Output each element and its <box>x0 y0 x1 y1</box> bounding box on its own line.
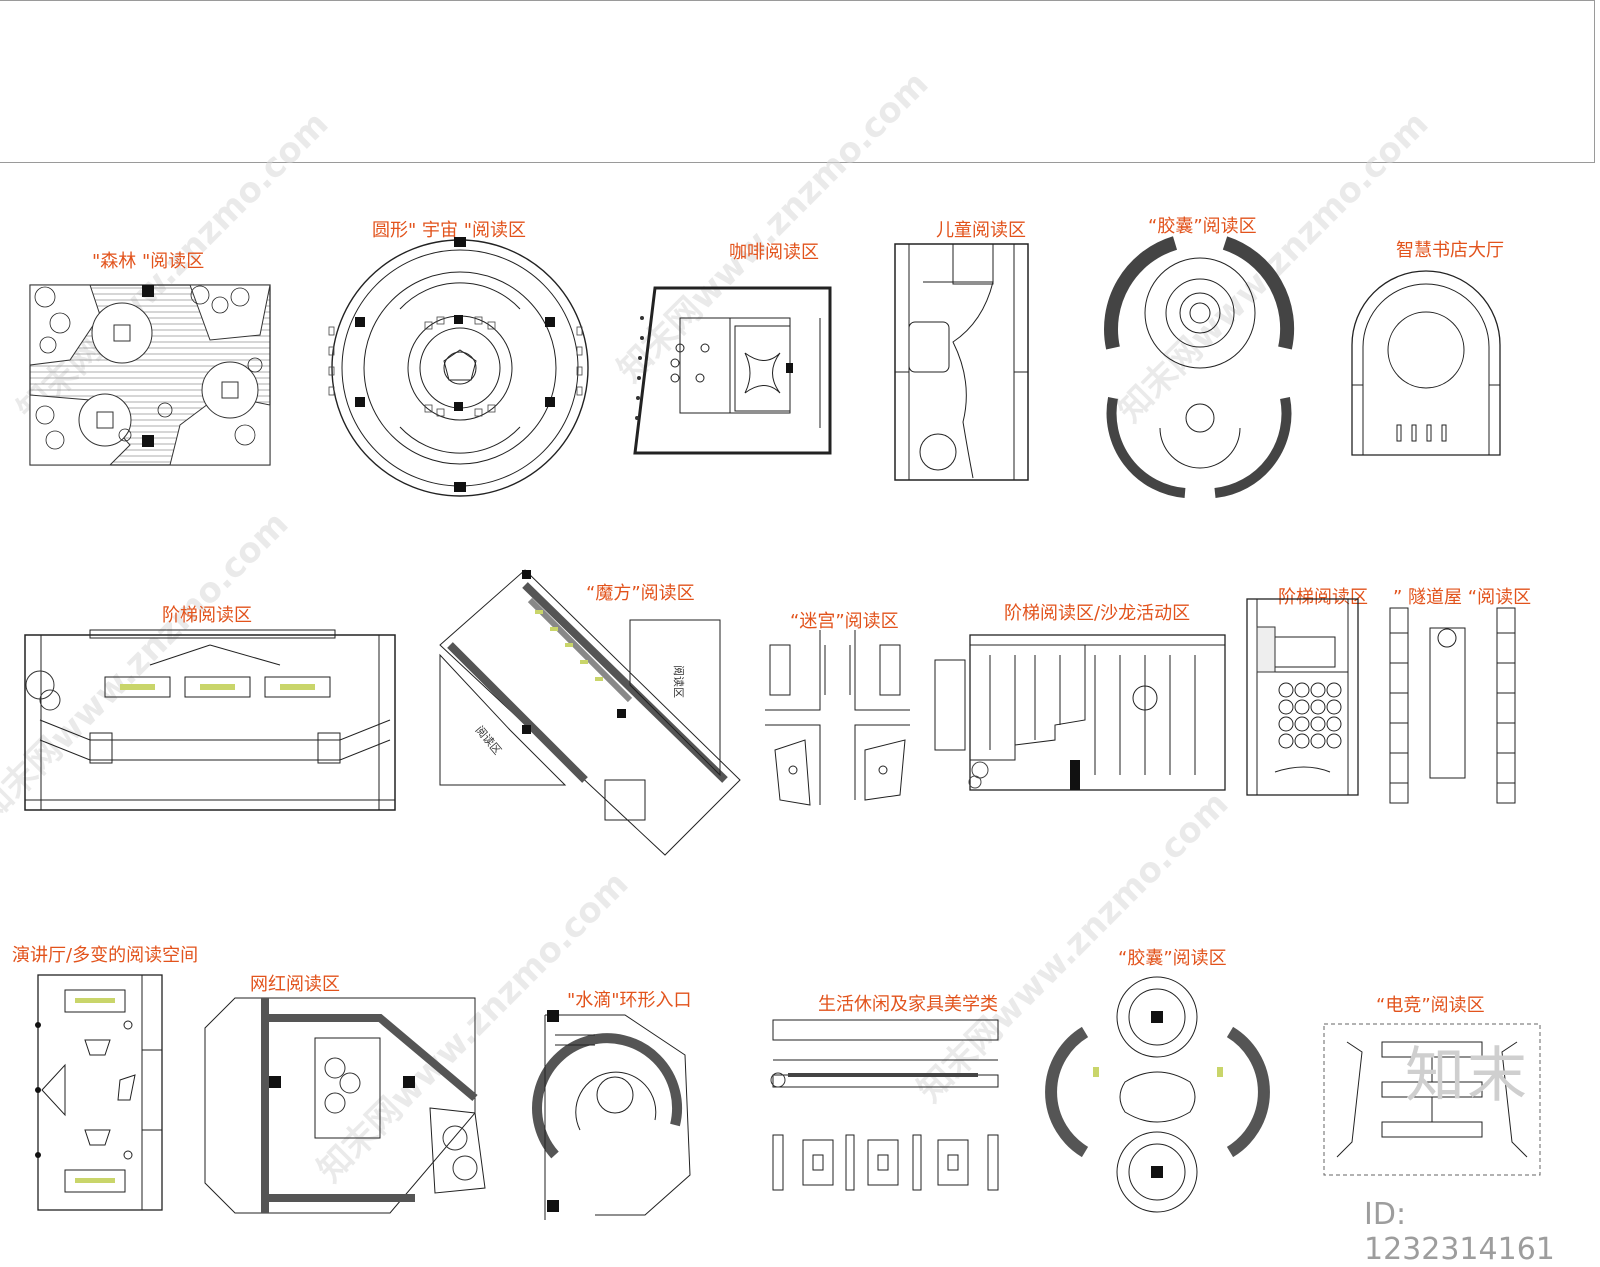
label-stair2: 阶梯阅读区 <box>1278 587 1368 608</box>
label-cube: “魔方”阅读区 <box>586 583 695 604</box>
plan-universe <box>325 237 595 499</box>
plan-stair1 <box>20 629 400 815</box>
plan-tunnel <box>1385 603 1520 808</box>
label-esports: “电竞”阅读区 <box>1376 995 1485 1016</box>
label-capsule2: “胶囊”阅读区 <box>1118 948 1227 969</box>
label-universe: 圆形" 宇宙 "阅读区 <box>372 220 527 241</box>
plan-cafe <box>630 278 845 463</box>
image-id: ID: 1232314161 <box>1364 1197 1555 1267</box>
label-kids: 儿童阅读区 <box>936 220 1026 241</box>
plan-kids <box>893 242 1030 482</box>
plan-forest <box>29 284 271 466</box>
plan-capsule2 <box>1045 972 1270 1217</box>
plan-cube: 阅读区 阅读区 <box>430 565 750 856</box>
plan-droplet <box>532 1005 700 1220</box>
label-capsule1: “胶囊”阅读区 <box>1148 216 1257 237</box>
label-droplet: "水滴"环形入口 <box>567 990 692 1011</box>
label-forest: "森林 "阅读区 <box>92 251 205 272</box>
plan-maze <box>765 630 910 806</box>
plan-lifestyle <box>768 1015 1003 1200</box>
label-lecture: 演讲厅/多变的阅读空间 <box>12 945 199 966</box>
plan-stair2 <box>1245 597 1360 797</box>
plan-influencer <box>204 997 495 1223</box>
plan-lecture <box>30 970 170 1215</box>
label-smart-hall: 智慧书店大厅 <box>1396 240 1504 261</box>
plan-smart-hall <box>1347 265 1505 460</box>
plan-esports <box>1322 1022 1542 1177</box>
label-maze: “迷宫”阅读区 <box>790 611 899 632</box>
plan-capsule1 <box>1104 236 1295 503</box>
label-cafe: 咖啡阅读区 <box>729 242 819 263</box>
title-band <box>0 0 1595 163</box>
label-tunnel: ” 隧道屋 “阅读区 <box>1393 587 1532 608</box>
label-stair1: 阶梯阅读区 <box>162 605 252 626</box>
cube-read-area-a: 阅读区 <box>672 665 686 698</box>
brand-logo: 知末 <box>1405 1041 1529 1111</box>
label-lifestyle: 生活休闲及家具美学类 <box>818 994 998 1015</box>
cube-read-area-b: 阅读区 <box>473 723 505 757</box>
label-influencer: 网红阅读区 <box>250 974 340 995</box>
plan-stair-salon <box>934 630 1230 800</box>
label-stair-salon: 阶梯阅读区/沙龙活动区 <box>1004 603 1191 624</box>
